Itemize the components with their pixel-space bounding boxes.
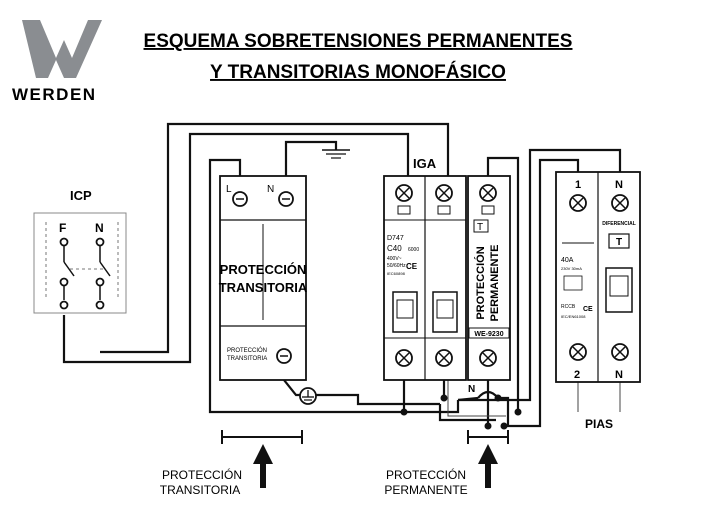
transient-body-line-2: TRANSITORIA xyxy=(219,280,308,295)
iga-ce-mark: CE xyxy=(406,262,418,271)
screw-icon xyxy=(395,349,413,367)
junction-dot xyxy=(484,422,492,430)
junction-dot xyxy=(514,408,522,416)
main-wires xyxy=(62,122,622,428)
transient-small-line-2: TRANSITORIA xyxy=(227,356,267,362)
permanent-t-mark: T xyxy=(477,222,483,233)
caption-transient-line-1: PROTECCIÓN xyxy=(162,467,242,482)
icp-neutral-label: N xyxy=(95,221,104,235)
junction-dot xyxy=(494,394,502,402)
iga-breaker: IGA D747 C40 400V~ 50/60Hz 6000 CE IEC60… xyxy=(383,156,467,381)
arrow-up-icon xyxy=(253,444,273,488)
ground-terminal-icon xyxy=(276,348,292,364)
screw-icon xyxy=(435,349,453,367)
screw-icon xyxy=(232,191,248,207)
permanent-model: WE-9230 xyxy=(474,331,503,338)
permanent-module-box xyxy=(467,175,511,381)
caption-permanent-line-2: PERMANENTE xyxy=(384,483,467,497)
differential-code: IEC/EN61008 xyxy=(561,314,586,319)
differential-bottom-right: N xyxy=(615,369,623,381)
screw-icon xyxy=(278,191,294,207)
screw-icon xyxy=(569,343,587,361)
icp-phase-label: F xyxy=(59,221,66,235)
ground-symbol-top xyxy=(322,149,350,159)
differential-top-left: 1 xyxy=(575,179,581,191)
transient-bracket xyxy=(221,430,303,488)
caption-transient-line-2: TRANSITORIA xyxy=(160,483,240,497)
transient-protection-module: L N PROTECCIÓN TRANSITORIA PROTECCIÓN TR… xyxy=(219,175,317,405)
iga-model: D747 xyxy=(387,235,404,242)
screw-icon xyxy=(569,194,587,212)
iga-rating: C40 xyxy=(387,244,402,253)
iga-code: IEC60898 xyxy=(387,271,406,276)
permanent-neutral-mark: N xyxy=(468,384,475,395)
differential-switch: 1 N DIFERENCIAL T 40A 230V 30mA RCCB CE … xyxy=(555,171,641,383)
differential-spec: 230V 30mA xyxy=(561,266,582,271)
screw-icon xyxy=(611,343,629,361)
logo-w-mark xyxy=(22,20,102,78)
junction-dot xyxy=(440,394,448,402)
screw-icon xyxy=(479,349,497,367)
differential-bottom-left: 2 xyxy=(574,369,580,381)
permanent-body-line-2: PERMANENTE xyxy=(489,244,501,321)
differential-rating: 40A xyxy=(561,257,574,264)
icp-label: ICP xyxy=(70,188,92,203)
screw-icon xyxy=(435,184,453,202)
icp-block: ICP F N xyxy=(33,188,127,314)
arrow-up-icon xyxy=(478,444,498,488)
werden-logo: WERDEN xyxy=(12,20,102,104)
ground-symbol-icon xyxy=(299,387,317,405)
differential-top-right: N xyxy=(615,179,623,191)
iga-spec-1: 400V~ xyxy=(387,256,402,262)
permanent-bracket xyxy=(467,430,509,488)
iga-label: IGA xyxy=(413,156,437,171)
junction-dot xyxy=(400,408,408,416)
differential-type: RCCB xyxy=(561,304,576,310)
junction-dot xyxy=(500,422,508,430)
transient-body-line-1: PROTECCIÓN xyxy=(220,262,307,277)
transient-terminal-l: L xyxy=(226,184,232,195)
permanent-body-line-1: PROTECCIÓN xyxy=(474,246,487,319)
iga-spec-2: 50/60Hz xyxy=(387,263,406,269)
permanent-protection-module: T PROTECCIÓN PERMANENTE WE-9230 N xyxy=(467,175,511,395)
transient-terminal-n: N xyxy=(267,184,274,195)
title-line-1: ESQUEMA SOBRETENSIONES PERMANENTES xyxy=(144,31,573,52)
icp-box xyxy=(33,212,127,314)
screw-icon xyxy=(479,184,497,202)
screw-icon xyxy=(395,184,413,202)
caption-permanent-line-1: PROTECCIÓN xyxy=(386,467,466,482)
differential-ce-mark: CE xyxy=(583,306,593,313)
screw-icon xyxy=(611,194,629,212)
junction-dots xyxy=(400,394,522,430)
brand-name: WERDEN xyxy=(12,85,97,104)
differential-test-button[interactable] xyxy=(608,233,630,249)
pias-label: PIAS xyxy=(585,417,613,431)
title-line-2: Y TRANSITORIAS MONOFÁSICO xyxy=(210,61,506,83)
differential-label: DIFERENCIAL xyxy=(602,221,636,227)
iga-spec-3: 6000 xyxy=(408,247,419,253)
differential-t-mark: T xyxy=(616,237,622,248)
transient-small-line-1: PROTECCIÓN xyxy=(227,347,267,354)
